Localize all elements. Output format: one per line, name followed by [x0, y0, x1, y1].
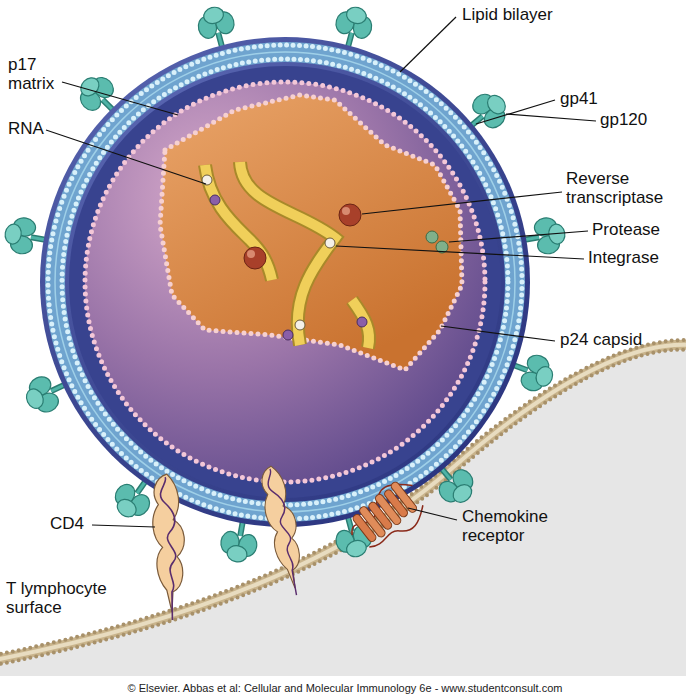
rna — [205, 162, 369, 348]
callout-label: p17 matrix — [8, 56, 68, 93]
matrix — [85, 82, 485, 482]
lipid-bilayer — [55, 52, 515, 512]
leader-lines — [46, 17, 596, 527]
proteins — [202, 175, 448, 340]
callout-label: Reverse transcriptase — [566, 170, 682, 207]
callout-label: Chemokine receptor — [462, 508, 572, 545]
callout-label: RNA — [8, 120, 44, 139]
callout-label: Protease — [592, 221, 660, 240]
callout-label: Integrase — [588, 249, 659, 268]
chemokine-receptor — [341, 473, 433, 560]
callout-label: gp41 — [560, 90, 598, 109]
virion — [2, 3, 568, 565]
copyright-note: © Elsevier. Abbas et al: Cellular and Mo… — [2, 682, 686, 694]
callout-label: CD4 — [50, 515, 84, 534]
callout-label: Lipid bilayer — [462, 6, 553, 25]
envelope — [40, 37, 530, 527]
cd4-molecules — [150, 464, 310, 621]
callout-label: p24 capsid — [560, 331, 642, 350]
callout-label: gp120 — [600, 111, 647, 130]
callout-label: T lymphocyte surface — [6, 580, 126, 617]
capsid — [160, 95, 462, 370]
